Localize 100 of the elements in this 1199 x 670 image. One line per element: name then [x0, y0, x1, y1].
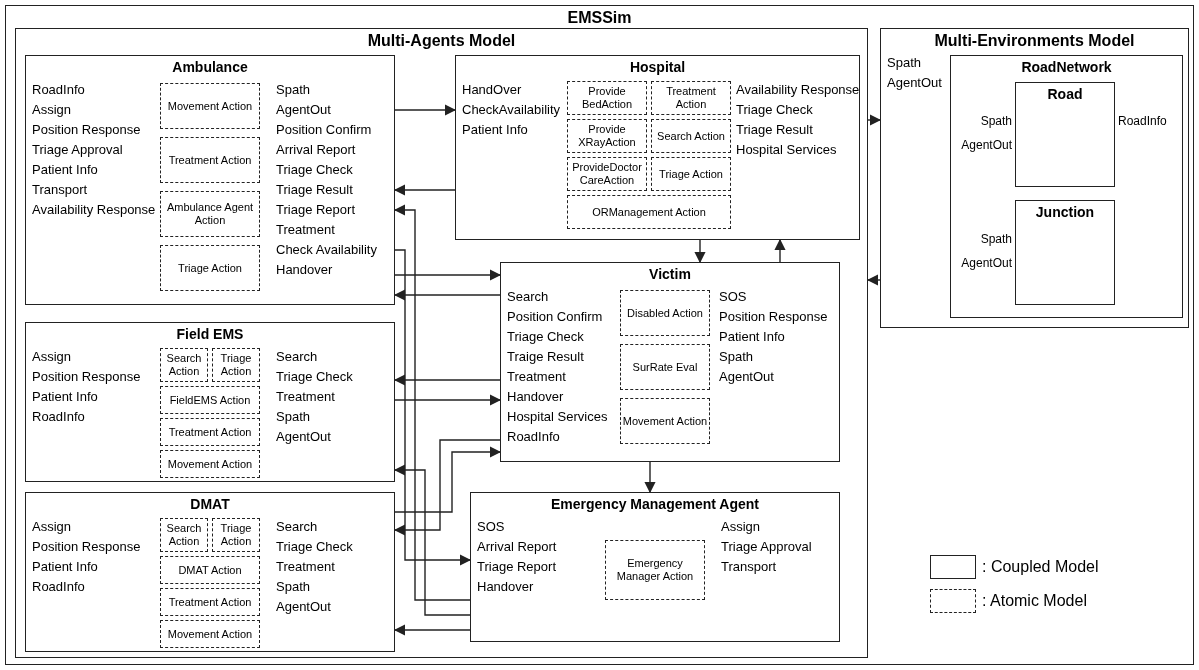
output-port-label: RoadInfo	[1118, 113, 1167, 129]
output-port-label: Position Response	[719, 309, 828, 325]
atomic-model: Search Action	[160, 348, 208, 382]
output-port-label: Spath	[276, 579, 310, 595]
output-port-label: Search	[276, 519, 318, 535]
input-port-label: Spath	[980, 231, 1012, 247]
model-title: Junction	[1034, 204, 1096, 220]
input-port-label: RoadInfo	[507, 429, 560, 445]
atomic-model: Search Action	[160, 518, 208, 552]
input-port-label: CheckAvailability	[462, 102, 561, 118]
input-port-label: RoadInfo	[32, 82, 85, 98]
input-port-label: RoadInfo	[32, 409, 85, 425]
output-port-label: Triage Result	[276, 182, 353, 198]
output-port-label: Triage Check	[736, 102, 813, 118]
input-port-label: Patient Info	[462, 122, 528, 138]
output-port-label: Triage Check	[276, 369, 353, 385]
input-port-label: Traige Result	[507, 349, 584, 365]
input-port-label: Triage Report	[477, 559, 556, 575]
atomic-model: Treatment Action	[651, 81, 731, 115]
output-port-label: Availability Response	[736, 82, 860, 98]
atomic-model: Disabled Action	[620, 290, 710, 336]
input-port-label: Availability Response	[32, 202, 156, 218]
output-port-label: Hospital Services	[736, 142, 837, 158]
atomic-model: Treatment Action	[160, 418, 260, 446]
output-port-label: Spath	[276, 409, 310, 425]
input-port-label: SOS	[477, 519, 505, 535]
input-port-label: Position Response	[32, 539, 141, 555]
atomic-model: Provide BedAction	[567, 81, 647, 115]
atomic-model: FieldEMS Action	[160, 386, 260, 414]
input-port-label: Assign	[32, 519, 72, 535]
output-port-label: Treatment	[276, 222, 335, 238]
model-title: Hospital	[628, 59, 687, 75]
atomic-model: Provide XRayAction	[567, 119, 647, 153]
output-port-label: Position Confirm	[276, 122, 372, 138]
input-port-label: Handover	[477, 579, 534, 595]
input-port-label: Arrival Report	[477, 539, 557, 555]
input-port-label: Patient Info	[32, 162, 98, 178]
model-title: RoadNetwork	[1020, 59, 1113, 75]
atomic-model: Search Action	[651, 119, 731, 153]
arrow	[394, 249, 472, 566]
arrow	[644, 461, 656, 494]
model-title: Emergency Management Agent	[550, 496, 760, 512]
atomic-model: Triage Action	[212, 348, 260, 382]
model-title: Multi-Environments Model	[933, 32, 1136, 50]
arrow	[393, 289, 501, 301]
output-port-label: Triage Check	[276, 539, 353, 555]
input-port-label: Triage Check	[507, 329, 584, 345]
atomic-model: Movement Action	[160, 83, 260, 129]
output-port-label: Handover	[276, 262, 333, 278]
model-title: Field EMS	[175, 326, 245, 342]
arrow	[867, 114, 882, 126]
arrow	[393, 184, 456, 196]
output-port-label: Assign	[721, 519, 761, 535]
output-port-label: Spath	[276, 82, 310, 98]
output-port-label: Arrival Report	[276, 142, 356, 158]
legend-label: : Coupled Model	[982, 558, 1099, 576]
arrow	[393, 624, 471, 636]
input-port-label: Patient Info	[32, 389, 98, 405]
atomic-model: SurRate Eval	[620, 344, 710, 390]
atomic-model: Movement Action	[620, 398, 710, 444]
output-port-label: AgentOut	[719, 369, 774, 385]
input-port-label: Triage Approval	[32, 142, 123, 158]
input-port-label: Handover	[507, 389, 564, 405]
input-port-label: Spath	[980, 113, 1012, 129]
input-port-label: Position Response	[32, 369, 141, 385]
model-title: Ambulance	[171, 59, 249, 75]
input-port-label: Spath	[887, 55, 921, 71]
output-port-label: Triage Check	[276, 162, 353, 178]
model-title: DMAT	[189, 496, 231, 512]
arrow	[774, 238, 786, 263]
output-port-label: AgentOut	[276, 429, 331, 445]
arrow	[393, 204, 471, 601]
coupled-model-frame	[880, 28, 1189, 328]
atomic-model: Treatment Action	[160, 588, 260, 616]
arrow	[394, 269, 502, 281]
coupled-model-frame	[5, 5, 1194, 665]
input-port-label: Position Confirm	[507, 309, 603, 325]
input-port-label: Patient Info	[32, 559, 98, 575]
output-port-label: Triage Approval	[721, 539, 812, 555]
coupled-model-frame	[455, 55, 860, 240]
arrow	[393, 464, 471, 616]
arrow	[393, 439, 501, 536]
output-port-label: Patient Info	[719, 329, 785, 345]
model-title: Road	[1046, 86, 1084, 102]
atomic-model: Triage Action	[212, 518, 260, 552]
atomic-model: DMAT Action	[160, 556, 260, 584]
model-title: Victim	[648, 266, 692, 282]
input-port-label: Assign	[32, 349, 72, 365]
output-port-label: Spath	[719, 349, 753, 365]
input-port-label: AgentOut	[961, 255, 1012, 271]
atomic-model: Triage Action	[651, 157, 731, 191]
input-port-label: Treatment	[507, 369, 566, 385]
atomic-model: ORManagement Action	[567, 195, 731, 229]
output-port-label: Triage Report	[276, 202, 355, 218]
coupled-model-frame	[25, 322, 395, 482]
coupled-model-frame	[25, 492, 395, 652]
coupled-model-frame	[15, 28, 868, 658]
arrow	[866, 274, 881, 286]
arrow	[393, 374, 501, 386]
arrow	[394, 446, 502, 513]
